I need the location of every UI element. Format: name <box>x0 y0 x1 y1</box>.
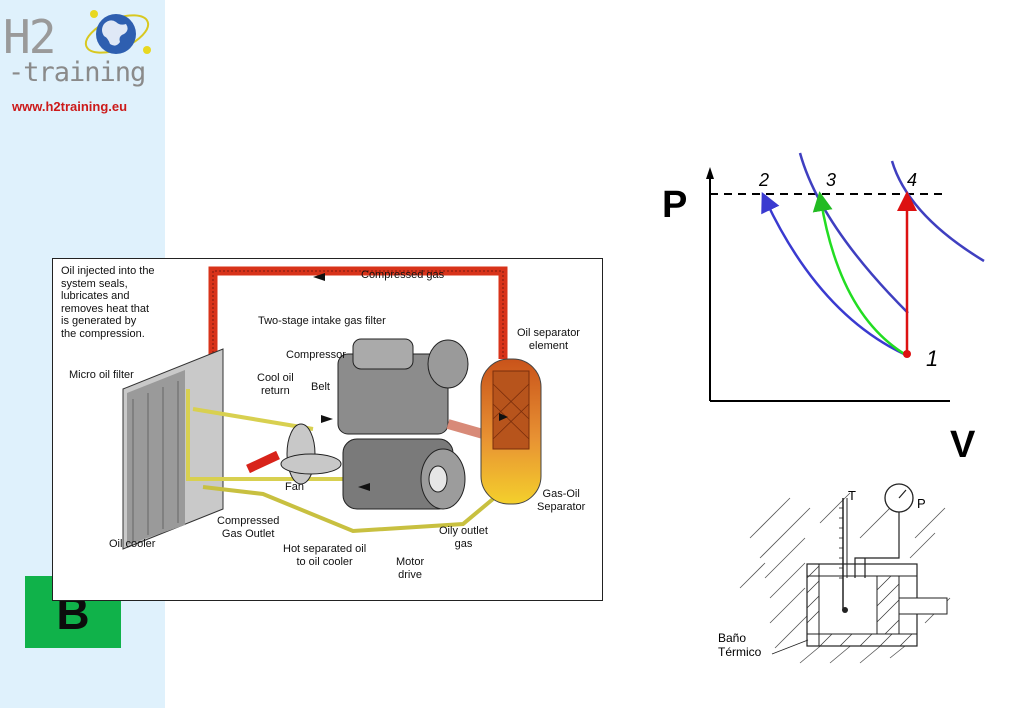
intro-line: the compression. <box>61 327 145 340</box>
label-fan: Fan <box>285 481 304 493</box>
label-line: Gas Outlet <box>221 527 275 540</box>
label-line: to oil cooler <box>296 555 353 568</box>
logo-brand-bottom: -training <box>8 57 146 88</box>
x-axis-label: V <box>950 424 976 466</box>
h2-training-logo[interactable]: H2 -training www.h2training.eu <box>0 0 165 120</box>
label-line: Cool oil <box>257 372 294 384</box>
bath-label-line2: Térmico <box>718 645 762 659</box>
compressor-diagram: Oil injected into the system seals, lubr… <box>52 258 603 601</box>
label-line: Gas-Oil <box>542 488 580 500</box>
globe-icon <box>84 10 151 54</box>
label-compressed-gas-outlet: Compressed Gas Outlet <box>217 515 279 540</box>
thermal-bath-diagram: T P Baño Térmico <box>718 483 951 664</box>
label-line: drive <box>398 568 422 581</box>
pv-diagram: P V 1 2 3 4 <box>662 152 985 466</box>
y-axis-label: P <box>662 184 687 226</box>
isotherm-curve <box>890 160 985 263</box>
label-oil-separator-element: Oil separator element <box>517 327 580 352</box>
label-motor-drive: Motor drive <box>396 556 424 581</box>
label-cool-oil-return: Cool oil return <box>257 372 294 397</box>
label-hot-separated-oil: Hot separated oil to oil cooler <box>283 543 366 568</box>
label-compressed-gas: Compressed gas <box>361 269 445 281</box>
logo-brand-top: H2 <box>3 10 56 64</box>
y-axis-arrow <box>706 167 714 179</box>
intro-line: system seals, <box>61 277 128 290</box>
label-line: Oily outlet <box>439 525 488 537</box>
point-4-label: 4 <box>907 170 917 190</box>
point-1-marker <box>903 350 911 358</box>
label-line: element <box>528 339 569 352</box>
label-line: gas <box>454 537 473 550</box>
gauge-label: P <box>917 496 926 511</box>
point-1-label: 1 <box>926 346 938 371</box>
label-line: Compressed <box>217 515 280 527</box>
label-gas-oil-separator: Gas-Oil Separator <box>537 488 585 513</box>
label-oily-outlet-gas: Oily outlet gas <box>439 525 488 550</box>
label-line: Hot separated oil <box>283 543 367 555</box>
intro-text: Oil injected into the system seals, lubr… <box>61 265 155 340</box>
logo-url[interactable]: www.h2training.eu <box>12 99 128 114</box>
label-intake-filter: Two-stage intake gas filter <box>258 315 386 327</box>
compressor-illustration <box>122 266 542 550</box>
intro-line: Oil injected into the <box>61 265 155 277</box>
label-belt: Belt <box>311 381 330 393</box>
point-3-label: 3 <box>826 170 836 190</box>
thermometer-label: T <box>848 488 856 503</box>
label-line: Motor <box>396 556 425 568</box>
label-line: Oil separator <box>517 327 580 339</box>
path-1-3 <box>812 191 907 357</box>
label-compressor: Compressor <box>286 349 346 361</box>
intro-line: removes heat that <box>61 302 150 315</box>
bath-label-line1: Baño <box>718 631 746 645</box>
intro-line: lubricates and <box>61 290 130 302</box>
point-2-label: 2 <box>758 170 769 190</box>
path-1-2 <box>761 191 907 357</box>
label-line: return <box>260 384 290 397</box>
label-micro-oil-filter: Micro oil filter <box>69 369 134 381</box>
isotherm-curve <box>798 152 909 314</box>
label-line: Separator <box>537 500 586 513</box>
label-oil-cooler: Oil cooler <box>109 538 156 550</box>
intro-line: is generated by <box>61 315 137 327</box>
